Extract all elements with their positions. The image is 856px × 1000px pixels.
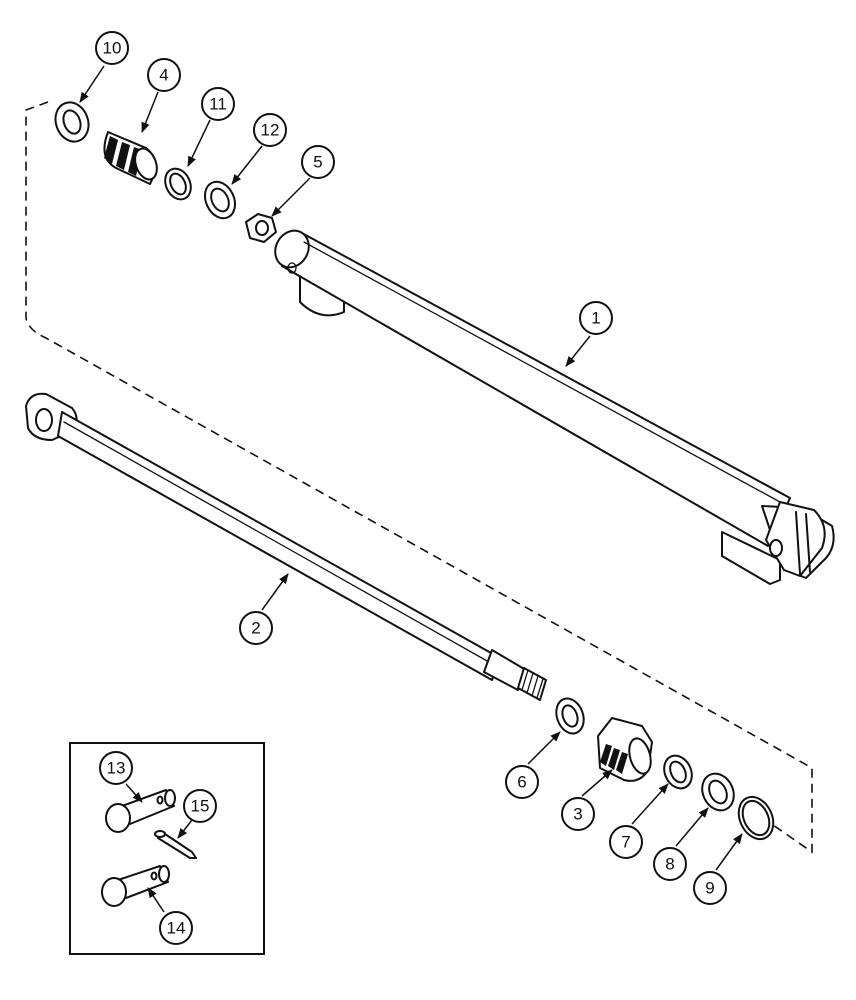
callout-11: 11 [201,87,235,121]
callout-4: 4 [147,58,181,92]
callout-9: 9 [693,871,727,905]
part-4-gland [103,131,158,185]
part-3-piston [597,717,653,782]
callout-12-label: 12 [261,121,280,140]
callout-7-label: 7 [621,833,630,852]
part-10-seal [54,101,90,143]
leader-1 [565,335,591,367]
callout-7: 7 [609,825,643,859]
leader-13 [125,783,143,803]
callout-15: 15 [183,789,217,823]
part-piston-rod [25,392,547,701]
callout-2: 2 [239,611,273,645]
callout-10: 10 [95,31,129,65]
callout-14-label: 14 [167,919,186,938]
leader-15 [177,819,193,839]
callout-10-label: 10 [103,39,122,58]
leader-6 [527,731,561,765]
callout-13-label: 13 [107,759,126,778]
part-6-seal [555,697,585,735]
part-5-nut [245,213,277,243]
callout-5-label: 5 [313,153,322,172]
callout-9-label: 9 [705,879,714,898]
callout-8: 8 [653,847,687,881]
callout-1: 1 [579,301,613,335]
callout-5: 5 [301,145,335,179]
callout-4-label: 4 [159,66,168,85]
callout-15-label: 15 [191,797,210,816]
callout-leaders [79,65,743,913]
leader-11 [187,119,211,167]
leader-9 [715,833,743,871]
callout-8-label: 8 [665,855,674,874]
part-9-wear-ring [737,795,775,841]
part-11-oring [164,167,192,201]
leader-4 [141,91,159,133]
leader-3 [581,769,613,797]
leader-7 [631,783,669,825]
leader-12 [231,145,263,185]
part-13-clevis-pin [105,789,176,833]
callout-6-label: 6 [517,773,526,792]
part-12-backup-ring [203,180,237,220]
part-cylinder-barrel [274,229,835,585]
callout-14: 14 [159,911,193,945]
leader-2 [261,573,289,611]
leader-5 [271,177,311,217]
callout-12: 12 [253,113,287,147]
part-15-cotter-pin [154,830,197,859]
callout-3: 3 [561,797,595,831]
part-8-backup-ring [701,772,735,812]
leader-10 [79,65,105,103]
callout-6: 6 [505,765,539,799]
leader-8 [675,807,709,847]
callout-2-label: 2 [251,619,260,638]
part-7-oring [663,754,693,790]
callout-1-label: 1 [591,309,600,328]
callout-3-label: 3 [573,805,582,824]
callout-11-label: 11 [209,95,227,114]
part-14-clevis-pin [101,865,170,907]
assembly-dashed-line [25,101,813,854]
leader-14 [147,887,165,913]
callout-13: 13 [99,751,133,785]
